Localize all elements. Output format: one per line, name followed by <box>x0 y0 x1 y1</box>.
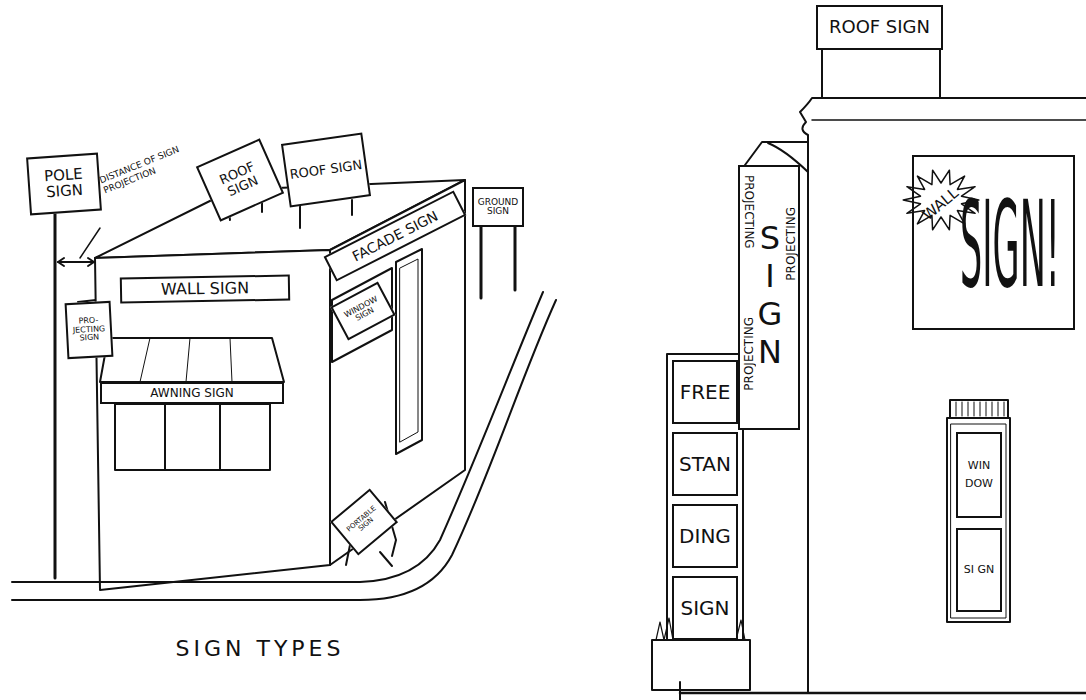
dimension-line <box>58 261 94 263</box>
planter-box <box>652 640 750 690</box>
projecting-sign: PRO- JECTING SIGN <box>65 301 114 359</box>
arrow-head <box>58 258 64 266</box>
building-outline <box>800 98 1086 692</box>
sign-text: STAN <box>679 454 731 475</box>
sign-leg <box>346 545 350 565</box>
projecting-sign: PROJECTINGSIGNPROJECTINGPROJECTING <box>738 165 800 430</box>
sign-text: PROJECTING <box>742 317 756 391</box>
curb-line <box>12 300 556 600</box>
window-sign-panel: SI GN <box>956 528 1002 612</box>
pole-sign: POLE SIGN <box>26 153 102 216</box>
wall-sign: WALL SIGN <box>120 275 290 304</box>
curb-line <box>12 292 543 582</box>
cornice-line <box>812 119 1086 121</box>
freestanding-panel: DING <box>672 504 738 568</box>
sign-text: SIGN <box>754 219 786 371</box>
sign-text: PORTABLE SIGN <box>341 501 387 543</box>
sign-text: DING <box>679 526 731 547</box>
sign-text: SIGN <box>680 598 729 619</box>
sign-text: POLE SIGN <box>29 166 99 202</box>
sign-pole <box>54 212 57 578</box>
window-mullion <box>219 404 221 470</box>
sign-post <box>514 227 517 290</box>
door <box>396 249 422 454</box>
roof-sign: ROOF SIGN <box>281 133 371 208</box>
sign-text: ROOF SIGN <box>289 158 363 182</box>
window-mullion <box>164 404 166 470</box>
sign-text: ROOF SIGN <box>829 18 930 37</box>
caption: SIGN TYPES <box>170 636 350 661</box>
ground-tick <box>679 682 681 700</box>
dimension-label: DISTANCE OF SIGN PROJECTION <box>98 131 217 196</box>
awning <box>100 338 284 382</box>
sign-text: WALL SIGN <box>161 280 249 298</box>
sign-post <box>939 50 941 98</box>
leader-line <box>80 228 100 258</box>
awning-stripe <box>230 338 232 382</box>
sign-text: SI GN <box>964 561 994 579</box>
ground-sign: GROUND SIGN <box>472 187 524 227</box>
awning-stripe <box>140 338 150 382</box>
sign-post <box>351 200 353 215</box>
freestanding-panel: SIGN <box>672 576 738 640</box>
freestanding-frame <box>667 354 743 646</box>
sign-text: WIN DOW <box>963 457 995 492</box>
sign-text: AWNING SIGN <box>150 387 233 400</box>
sign-post <box>821 50 823 98</box>
sign-text: ROOF SIGN <box>204 154 275 206</box>
sign-post <box>480 227 483 298</box>
awning-sign: AWNING SIGN <box>100 382 284 404</box>
wall-sign: WALLSIGN! <box>912 155 1075 330</box>
sign-text: FREE <box>680 382 731 403</box>
awning-stripe <box>186 338 190 382</box>
crown-detail <box>956 402 1004 416</box>
window-frame <box>947 418 1010 622</box>
window-frame <box>951 424 1006 618</box>
freestanding-panel: FREE <box>672 360 738 424</box>
building-front-wall <box>95 250 330 590</box>
window-crown <box>950 400 1008 418</box>
door-panel <box>400 259 418 442</box>
sign-text: SIGN! <box>960 185 1060 305</box>
storefront-window <box>115 404 270 470</box>
roof-sign: ROOF SIGN <box>816 5 943 50</box>
building-side-wall <box>330 180 465 565</box>
sign-text: WALL <box>919 184 962 224</box>
ground-line <box>680 692 1086 695</box>
sign-leg <box>380 552 392 566</box>
freestanding-panel: STAN <box>672 432 738 496</box>
sign-text: GROUND SIGN <box>474 198 522 217</box>
projecting-bracket <box>745 142 808 165</box>
window-sign-panel: WIN DOW <box>956 432 1002 518</box>
sign-post <box>299 205 301 228</box>
sign-text: PRO- JECTING SIGN <box>67 316 110 343</box>
sign-text: PROJECTING <box>784 207 798 281</box>
arrow-head <box>88 258 94 266</box>
